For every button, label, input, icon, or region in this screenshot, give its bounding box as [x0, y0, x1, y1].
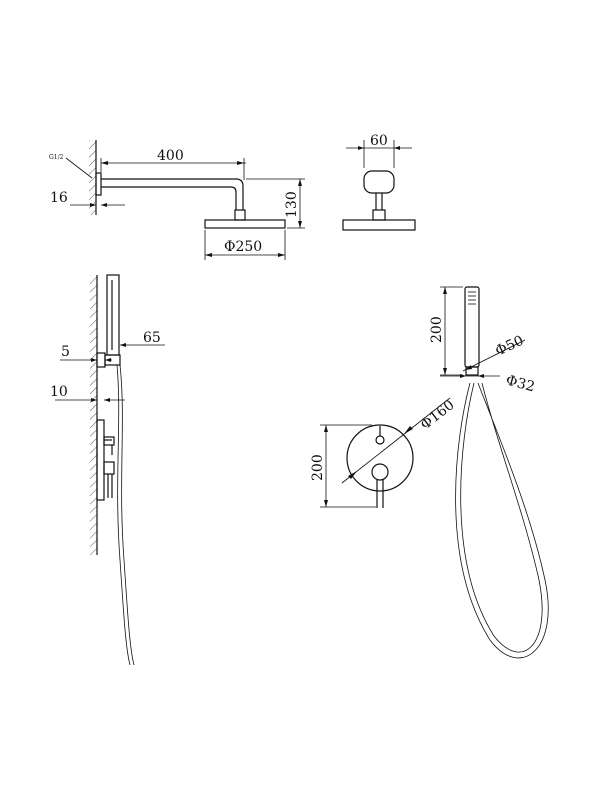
arm-length-label: 400	[157, 148, 184, 164]
handset-holder-side	[106, 274, 120, 356]
flange-thickness-label: 5	[61, 344, 70, 360]
valve-plate	[346, 424, 414, 492]
shower-arm-front-view: 60	[342, 133, 416, 231]
shower-arm	[101, 178, 244, 210]
front-connector	[372, 209, 386, 221]
handset-length-label: 200	[429, 316, 445, 343]
head-diameter-label: Φ250	[224, 239, 262, 255]
diverter-knob	[375, 435, 385, 445]
flange-width-label: 60	[370, 133, 388, 149]
wall-hatch-lower	[90, 275, 97, 555]
valve-side-view: 65 5 10	[50, 274, 165, 666]
thread-label: G1/2	[49, 154, 64, 161]
shower-head-side	[204, 219, 286, 229]
wall-offset-top-label: 16	[50, 190, 68, 206]
arm-drop-label: 130	[284, 191, 300, 218]
hose-connector	[465, 366, 479, 376]
mixer-knob-side	[103, 461, 115, 475]
plate-height-label: 200	[310, 454, 326, 481]
front-flange	[363, 170, 395, 194]
shower-head-front	[342, 219, 416, 231]
diverter-knob-side	[103, 436, 115, 446]
hose-side	[116, 364, 135, 666]
bracket-flange	[96, 352, 106, 368]
valve-depth-label: 10	[50, 384, 68, 400]
handset	[464, 286, 480, 368]
valve-front-view: 200 Φ160	[310, 397, 458, 508]
wall-flange	[95, 172, 102, 196]
plate-diameter-label: Φ160	[418, 397, 458, 433]
bracket-depth-label: 65	[143, 330, 161, 346]
shower-arm-side-view: 400 G1/2 16 130 Φ250	[49, 140, 305, 260]
hand-shower-view: 200 Φ50 Φ32	[429, 286, 549, 659]
arm-connector	[234, 209, 246, 221]
hose	[455, 382, 549, 659]
hose-outlet-diameter-label: Φ32	[504, 372, 536, 395]
handset-diameter-label: Φ50	[493, 333, 526, 360]
mixer-knob	[371, 463, 389, 481]
wall-hatch-top	[89, 140, 96, 215]
valve-plate-side	[96, 419, 105, 501]
